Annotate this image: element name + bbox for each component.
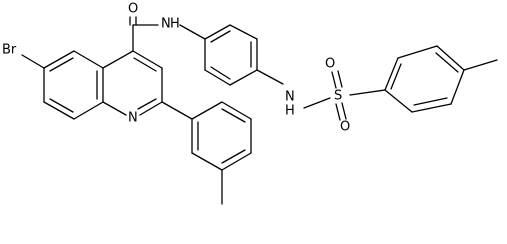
bond-ph-d (229, 69, 258, 86)
bond-c5-c6-inner (49, 57, 74, 72)
atom-sulfonyl-oxygen-1: O (325, 57, 335, 72)
bond-ts-methyl (463, 59, 498, 71)
bond-c2-n1-inner (137, 98, 157, 110)
bond-c8-c8a (73, 101, 104, 120)
bond-tolyl-e-inner (221, 108, 246, 123)
bond-n1-c8a (102, 101, 127, 116)
bonds (21, 16, 498, 205)
bond-ph-e (204, 69, 231, 86)
bond-tolyl-b (191, 152, 223, 171)
bond-ts-e (411, 103, 452, 113)
bond-c5-c6 (43, 50, 75, 69)
bond-c4-c3-inner (133, 57, 157, 72)
bond-nh-s (303, 97, 331, 109)
bond-c2-n1 (139, 101, 163, 116)
atom-labels: Br O N H N N H S O O (2, 2, 350, 135)
atom-sulfonamide-h: H (285, 104, 295, 119)
atom-bromine: Br (2, 43, 17, 58)
bond-ts-e-inner (413, 97, 448, 106)
bond-c7-c8-inner (49, 98, 74, 113)
bond-tolyl-f (191, 101, 223, 120)
bond-ts-c-inner (435, 52, 459, 73)
bond-ph-a (204, 24, 231, 40)
bond-s-tolyl (349, 89, 386, 96)
atom-sulfonamide-n: N (285, 90, 295, 105)
bond-n-phenylene (179, 24, 206, 40)
bond-c4a-c5 (73, 50, 104, 69)
bond-tolyl-c-inner (221, 149, 246, 164)
bond-br-c6 (21, 54, 45, 69)
bond-c4-c3 (132, 50, 163, 69)
bond-s-o-lower (335, 103, 341, 121)
bond-ph-a-inner (210, 30, 231, 43)
bond-ts-a (384, 57, 399, 91)
bond-ph-e-inner (210, 66, 231, 80)
atom-quinoline-n: N (128, 111, 138, 126)
atom-sulfur: S (334, 89, 342, 104)
bond-c2-tolyl (161, 101, 193, 120)
bond-c7-c8 (43, 101, 75, 120)
bond-tolyl-e (221, 101, 252, 120)
bond-ph-nh (256, 69, 284, 85)
bond-s-o-upper-2 (337, 70, 343, 88)
bond-ts-b (397, 45, 438, 59)
bond-ts-f (384, 89, 413, 113)
atom-amide-h: H (170, 17, 180, 32)
atom-sulfonyl-oxygen-2: O (340, 120, 350, 135)
bond-ts-c (436, 45, 465, 71)
bond-c4a-c4 (102, 50, 134, 69)
bond-ph-b (229, 24, 258, 40)
bond-ts-a-inner (390, 63, 402, 90)
bond-s-o-upper (331, 71, 337, 89)
bond-ts-d (450, 69, 465, 105)
bond-s-o-lower-2 (341, 102, 347, 120)
bond-tolyl-c (221, 152, 252, 171)
atom-carbonyl-oxygen: O (128, 2, 138, 17)
atom-amide-n: N (161, 17, 171, 32)
